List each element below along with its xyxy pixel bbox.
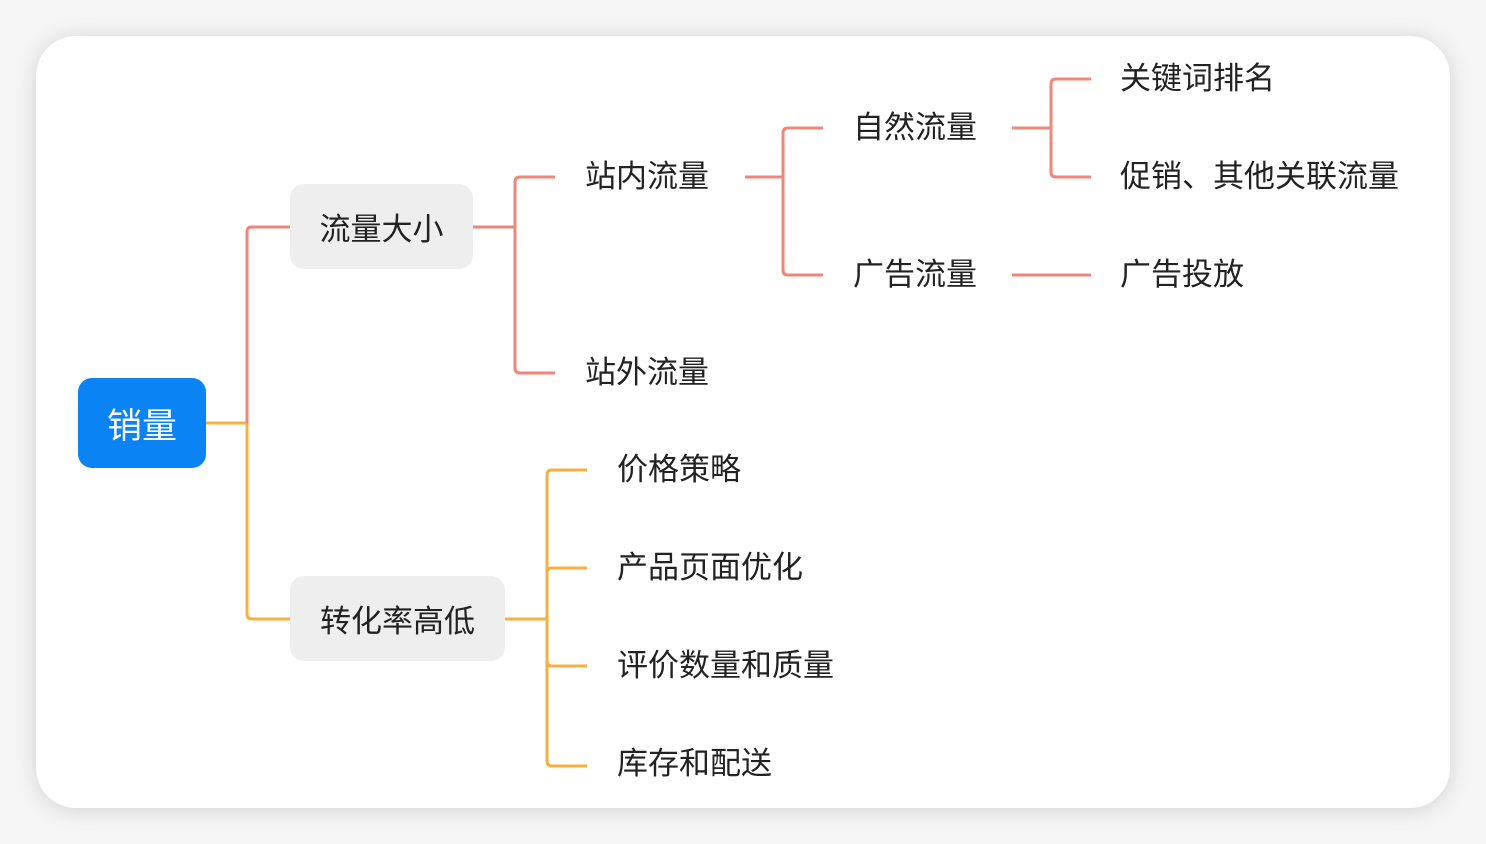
link-conversion-price <box>545 468 587 619</box>
subtopic-ad-traffic: 广告流量 <box>853 257 977 293</box>
leaf-ad-placement: 广告投放 <box>1120 257 1244 293</box>
leaf-pricing-strategy: 价格策略 <box>617 452 741 488</box>
root-node: 销量 <box>78 378 206 468</box>
subtopic-offsite-traffic: 站外流量 <box>585 355 709 391</box>
link-onsite-organic <box>781 126 823 177</box>
topic-traffic-label: 流量大小 <box>319 212 444 248</box>
link-root-conversion <box>245 423 290 621</box>
link-organic-keyword <box>1049 77 1091 128</box>
leaf-keyword-ranking: 关键词排名 <box>1120 61 1275 97</box>
link-organic-promo <box>1049 128 1091 179</box>
subtopic-organic-traffic: 自然流量 <box>853 110 977 146</box>
link-root-traffic <box>245 225 290 423</box>
link-traffic-offsite <box>513 227 555 375</box>
link-conversion-reviews <box>545 619 587 668</box>
link-conversion-page <box>545 566 587 619</box>
leaf-review-quantity-quality: 评价数量和质量 <box>617 648 834 684</box>
topic-traffic-node: 流量大小 <box>290 184 473 269</box>
topic-conversion-label: 转化率高低 <box>320 604 475 640</box>
mindmap-canvas <box>36 36 1450 808</box>
root-label: 销量 <box>106 406 177 447</box>
link-onsite-ads <box>781 177 823 277</box>
link-traffic-onsite <box>513 175 555 227</box>
leaf-product-page-optimization: 产品页面优化 <box>617 550 803 586</box>
leaf-inventory-delivery: 库存和配送 <box>617 746 772 782</box>
topic-conversion-node: 转化率高低 <box>290 576 505 661</box>
link-conversion-inventory <box>545 619 587 768</box>
leaf-promo-related-traffic: 促销、其他关联流量 <box>1120 159 1399 195</box>
subtopic-onsite-traffic: 站内流量 <box>585 159 709 195</box>
